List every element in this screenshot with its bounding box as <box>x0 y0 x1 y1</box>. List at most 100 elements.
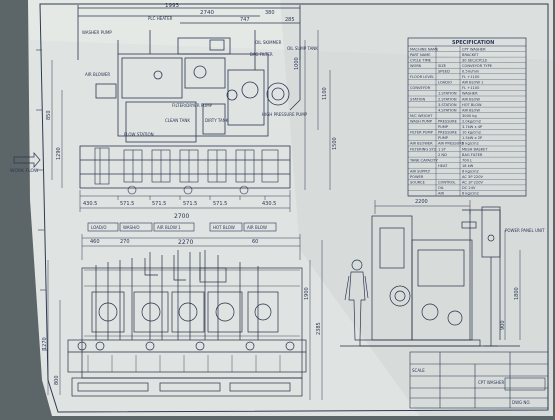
front-dimension-lines <box>47 234 323 400</box>
power-panel-label: POWER PANEL UNIT <box>505 228 545 233</box>
spec-cell: 18 kW <box>462 164 474 168</box>
dim-left-2: 1290 <box>56 147 62 160</box>
spec-cell: M/C WEIGHT <box>410 114 433 118</box>
side-dim-1: 2200 <box>415 199 428 205</box>
spec-cell: PRESSURE <box>438 131 458 135</box>
dim-bottom-3: 571.5 <box>152 201 166 207</box>
side-dim-3: 900 <box>500 320 506 330</box>
plan-dimension-lines <box>51 30 331 212</box>
spec-cell: 1 ST <box>438 147 447 151</box>
front-side-dim-3: 1270 <box>42 337 48 350</box>
spec-cell: MACHINE NAME <box>410 47 439 51</box>
spec-cell: 30 SEC/CYCLE <box>462 58 488 62</box>
spec-cell: PUMP <box>438 125 449 129</box>
dim-bottom-2: 571.5 <box>120 201 134 207</box>
title-scale: SCALE <box>412 368 425 373</box>
spec-cell: AIR BLOW <box>462 97 480 101</box>
dim-bottom-1: 430.5 <box>83 201 97 207</box>
spec-cell: BRACKET <box>462 53 479 57</box>
title-block <box>409 351 549 409</box>
front-side-dim-1: 2385 <box>316 322 322 335</box>
title-dwg-no: DWG NO. <box>512 400 531 405</box>
overall-width: 2700 <box>174 213 189 220</box>
sheet-border <box>39 3 549 413</box>
spec-cell: 1.STATION <box>438 92 457 96</box>
callout-oil-skimmer: OIL SKIMMER <box>255 40 282 45</box>
spec-cell: SOURCE <box>410 181 426 185</box>
spec-cell: CONTROL <box>438 181 456 185</box>
spec-cell: BAG FILTER <box>462 153 483 157</box>
callout-clean-tank: CLEAN TANK <box>165 118 190 123</box>
callout-flow-station: FLOW STATION <box>124 132 154 137</box>
callout-filter-pump: FILTER/DRYER PUMP <box>172 103 213 108</box>
station-hot-blow: HOT BLOW <box>213 225 235 230</box>
station-wash: WASH/O <box>123 225 140 230</box>
spec-cell: POWER <box>410 175 424 179</box>
spec-cell: CYCLE TIME <box>410 58 432 62</box>
spec-cell: MESH BASKET <box>462 147 488 151</box>
front-dim-1: 460 <box>90 239 100 245</box>
spec-cell: 3.7kW x 4P <box>462 125 483 129</box>
callout-air-blower: AIR BLOWER <box>85 72 110 77</box>
spec-cell: HOT BLOW <box>462 103 482 107</box>
callout-washer-pump: WASHER PUMP <box>82 30 112 35</box>
spec-cell: 0.5m/min <box>462 69 479 73</box>
front-dim-3: 2270 <box>178 239 193 246</box>
front-hatch <box>84 269 300 372</box>
station-load: LOAD/O <box>91 225 106 230</box>
dim-top-1: 1993 <box>165 3 179 9</box>
dim-top-4: 285 <box>285 17 295 23</box>
dim-left-1: 850 <box>46 110 52 120</box>
spec-cell: FILTER PUMP <box>410 131 434 135</box>
spec-cell: FILTERING SYS <box>410 147 437 151</box>
spec-cell: CONVEYOR <box>410 86 431 90</box>
front-dim-4: 60 <box>252 239 258 245</box>
spec-cell: STATION <box>410 97 425 101</box>
spec-cell: FL +1100 <box>462 86 480 90</box>
spec-cell: AIR BLOWER <box>410 142 433 146</box>
spec-cell: WASHER <box>462 92 478 96</box>
dim-bottom-4: 571.5 <box>183 201 197 207</box>
work-flow-label: WORK FLOW <box>10 168 39 174</box>
spec-cell: AIR PRESSURE <box>438 142 465 146</box>
spec-cell: AIR <box>438 192 445 196</box>
spec-cell: 1.5kW x 2P <box>462 136 483 140</box>
spec-cell: PRESSURE <box>438 119 458 123</box>
front-side-dim-2: 1900 <box>304 287 310 300</box>
front-dim-2: 270 <box>120 239 130 245</box>
spec-cell: FL +1100 <box>462 75 480 79</box>
spec-cell: LOAD/O <box>438 81 452 85</box>
spec-cell: AIR BLOW 1 <box>462 81 483 85</box>
callout-hp-pump: HIGH PRESSURE PUMP <box>262 112 308 117</box>
spec-cell: AIR BLOW <box>462 108 480 112</box>
spec-cell: 6 kg/cm2 <box>462 192 479 196</box>
front-elevation <box>67 250 307 397</box>
title-name: CPT WASHER <box>478 380 504 385</box>
plan-view <box>77 5 301 189</box>
callout-bag-filter: BAG FILTER <box>250 52 273 57</box>
plan-conveyor <box>94 147 279 195</box>
spec-cell: WASH PUMP <box>410 119 433 123</box>
work-flow-arrow <box>13 152 41 168</box>
spec-cell: PART NAME <box>410 53 431 57</box>
spec-cell: 4.STATION <box>438 108 457 112</box>
spec-cell: 3000 kg <box>462 114 477 118</box>
dim-right-2: 1100 <box>322 87 328 100</box>
spec-cell: 6 kg/cm2 <box>462 169 479 173</box>
human-figure-icon <box>344 259 369 341</box>
station-air-blow-1: AIR BLOW 1 <box>157 225 181 230</box>
dim-right-1: 1000 <box>294 57 300 70</box>
spec-cell: 2 ND <box>438 153 447 157</box>
dim-right-3: 1500 <box>332 137 338 150</box>
spec-cell: AC 3P 220V <box>462 175 484 179</box>
spec-cell: TANK CAPACITY <box>409 158 439 162</box>
dim-top-5: 380 <box>265 10 275 16</box>
callout-dirty-tank: DIRTY TANK <box>205 118 229 123</box>
edge-ticks <box>36 49 48 351</box>
dim-bottom-5: 571.5 <box>213 201 227 207</box>
paper-highlight <box>28 0 553 60</box>
spec-cell: PUMP <box>438 136 449 140</box>
